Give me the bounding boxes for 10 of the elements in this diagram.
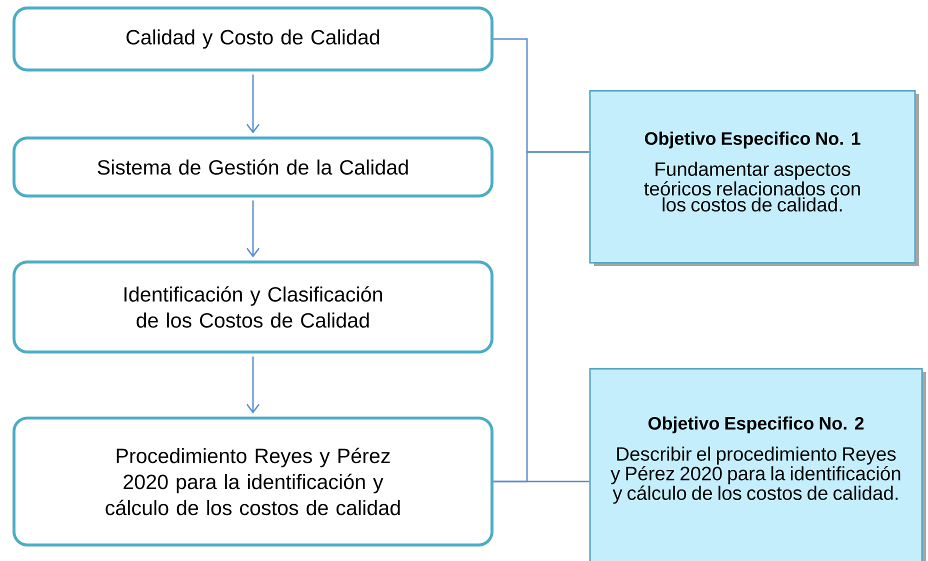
process-box: Sistema de Gestión de la Calidad xyxy=(12,136,494,198)
process-box: Procedimiento Reyes y Pérez 2020 para la identificación y cálculo de los costos de calidad xyxy=(12,416,494,546)
arrow xyxy=(246,356,260,414)
arrow xyxy=(246,200,260,258)
objective-box: Objetivo Especifico No. 1 Fundamentar aspectos teóricos relacionados con los costos de calidad. xyxy=(589,90,919,266)
process-box: Identificación y Clasificación de los Costos de Calidad xyxy=(12,260,494,354)
arrow xyxy=(246,74,260,134)
objective-box: Objetivo Especifico No. 2 Describir el procedimiento Reyes y Pérez 2020 para la identificación y cálculo de los costos de calidad. xyxy=(589,368,926,561)
process-box: Calidad y Costo de Calidad xyxy=(12,6,494,72)
connector-line xyxy=(493,480,590,482)
